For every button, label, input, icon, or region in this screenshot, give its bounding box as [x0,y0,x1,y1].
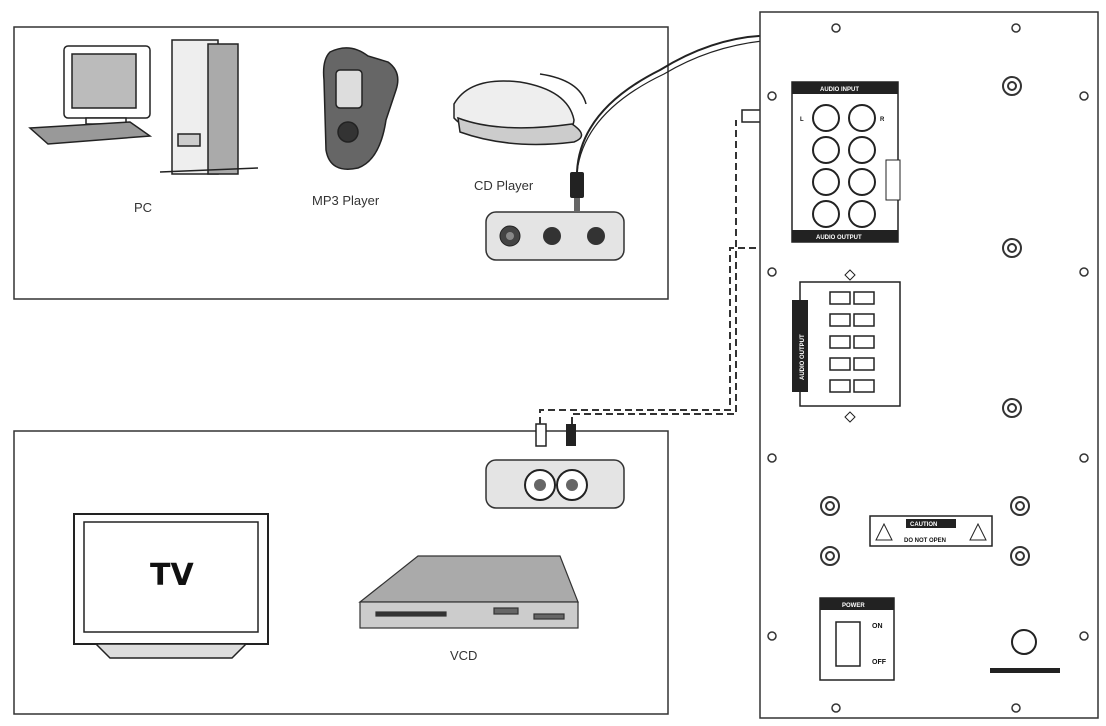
power-title: POWER [842,603,865,609]
pc-label: PC [134,200,152,215]
speaker-terminal-block [792,269,901,423]
input-jack-plate [485,211,625,261]
mp3-player-label: MP3 Player [312,193,380,208]
source-devices-box [13,26,669,300]
caution-label [869,515,993,547]
panel-bolt-icon [820,76,1030,566]
input-right-label: R [880,117,885,123]
audio-io-block [791,81,901,243]
rca-output-plate [485,459,625,509]
speaker-output-title: AUDIO OUTPUT [800,334,806,380]
caution-title: CAUTION [910,522,937,528]
power-off-label: OFF [872,659,887,666]
mini-jack-plug-icon [570,172,584,212]
cd-player-label: CD Player [474,178,534,193]
panel-screw-icon [767,23,1089,713]
vcd-label: VCD [450,648,477,663]
mp3-player-icon [322,47,399,170]
pc-icon [28,39,259,175]
cd-player-icon [453,73,587,146]
audio-input-title: AUDIO INPUT [820,87,859,93]
rca-plug-pair-icon [535,423,576,447]
vcd-player-icon [358,555,579,629]
audio-output-title: AUDIO OUTPUT [816,235,862,241]
input-left-label: L [800,117,804,123]
power-on-label: ON [872,623,883,630]
tv-icon [73,513,269,659]
video-devices-box [13,430,669,715]
do-not-open-text: DO NOT OPEN [904,538,946,544]
power-cord-socket [990,629,1060,673]
tv-label: TV [150,558,194,593]
power-switch [819,597,895,681]
